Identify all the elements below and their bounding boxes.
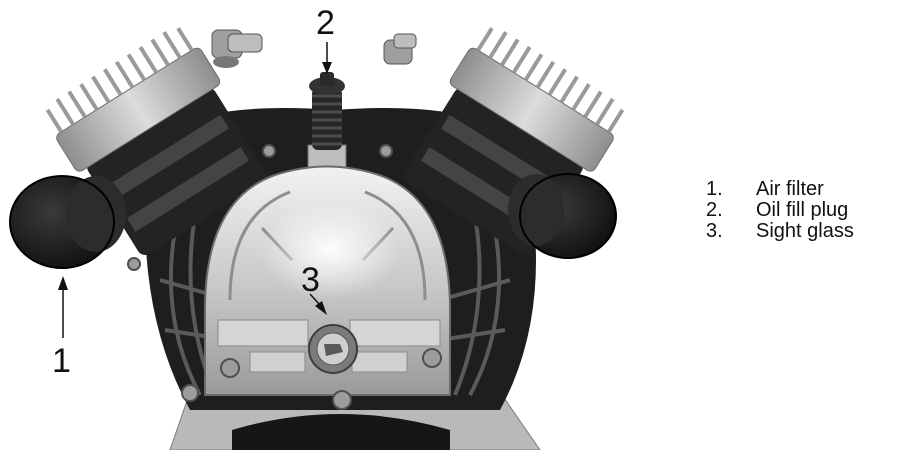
legend-item: 1. Air filter: [706, 179, 854, 200]
legend-number: 1.: [706, 178, 723, 200]
legend-item: 3. Sight glass: [706, 221, 854, 242]
right-air-filter: [508, 173, 617, 259]
leader-line-3: [309, 293, 327, 315]
legend-label: Sight glass: [756, 220, 854, 242]
right-elbow-fitting: [383, 33, 417, 65]
left-air-filter: [9, 175, 126, 269]
leader-line-2: [322, 42, 332, 74]
legend-item: 2. Oil fill plug: [706, 200, 854, 221]
legend-number: 2.: [706, 199, 723, 221]
parts-legend: 1. Air filter 2. Oil fill plug 3. Sight …: [706, 179, 854, 242]
leader-line-1: [58, 276, 68, 338]
left-cylinder: [45, 27, 267, 255]
sight-glass: [308, 324, 358, 374]
callout-number-2: 2: [316, 4, 335, 42]
legend-label: Air filter: [756, 178, 824, 200]
callout-number-1: 1: [52, 342, 71, 380]
legend-label: Oil fill plug: [756, 199, 849, 221]
callout-number-3: 3: [301, 261, 320, 299]
left-elbow-fitting: [211, 29, 263, 68]
crankcase-cover: [204, 165, 451, 396]
cover-bolts: [127, 144, 442, 410]
legend-number: 3.: [706, 220, 723, 242]
